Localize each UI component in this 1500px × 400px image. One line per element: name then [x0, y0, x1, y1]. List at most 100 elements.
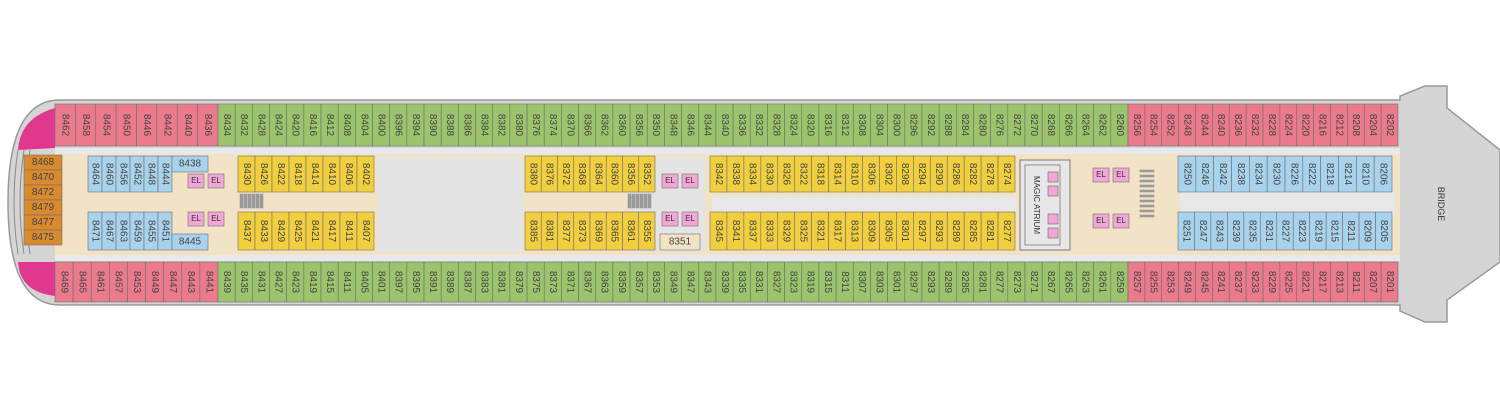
- elevator-3[interactable]: [187, 211, 205, 227]
- cabin-8444[interactable]: [157, 155, 173, 193]
- stair-b-4[interactable]: [643, 193, 648, 209]
- cabin-label-8285: 8285: [959, 271, 970, 294]
- magic-atrium[interactable]: MAGIC ATRIUM: [1019, 159, 1071, 251]
- elevator-label-7: EL: [665, 214, 675, 223]
- cabin-8352[interactable]: [638, 155, 656, 193]
- cabin-label-8461: 8461: [95, 271, 106, 294]
- stair-a-0[interactable]: [239, 193, 244, 209]
- stair-a-4[interactable]: [255, 193, 260, 209]
- cabin-label-8447: 8447: [167, 271, 178, 294]
- cabin-label-8349: 8349: [667, 271, 678, 294]
- elevator-6[interactable]: [681, 173, 699, 189]
- stair-b-5[interactable]: [647, 193, 652, 209]
- stair-c-9[interactable]: [1139, 214, 1155, 218]
- cabin-8351[interactable]: [659, 233, 701, 251]
- cabin-label-8306: 8306: [865, 163, 876, 186]
- cabin-label-8252: 8252: [1165, 114, 1176, 137]
- cabin-label-8435: 8435: [238, 271, 249, 294]
- cabin-8475[interactable]: [23, 229, 63, 246]
- stair-c-8[interactable]: [1139, 209, 1155, 213]
- stair-c-1[interactable]: [1139, 174, 1155, 178]
- cabin-label-8344: 8344: [702, 114, 713, 137]
- cabin-label-8380: 8380: [527, 163, 538, 186]
- cabin-label-8351: 8351: [669, 237, 692, 248]
- cabin-label-8359: 8359: [616, 271, 627, 294]
- cabin-label-8404: 8404: [358, 114, 369, 137]
- cabin-8206[interactable]: [1373, 155, 1393, 193]
- cabin-8201[interactable]: [1380, 261, 1399, 303]
- bridge-label: BRIDGE: [1436, 187, 1446, 222]
- cabin-label-8253: 8253: [1165, 271, 1176, 294]
- cabin-label-8259: 8259: [1114, 271, 1125, 294]
- cabin-8274[interactable]: [997, 155, 1016, 193]
- cabin-label-8417: 8417: [326, 220, 337, 243]
- stair-c-2[interactable]: [1139, 179, 1155, 183]
- cabin-label-8244: 8244: [1198, 114, 1209, 137]
- cabin-label-8249: 8249: [1181, 271, 1192, 294]
- elevator-9[interactable]: [1092, 167, 1110, 183]
- stair-b-2[interactable]: [635, 193, 640, 209]
- cabin-label-8219: 8219: [1312, 220, 1323, 243]
- cabin-8445[interactable]: [171, 233, 209, 251]
- cabin-8438[interactable]: [171, 155, 209, 173]
- cabin-label-8304: 8304: [873, 114, 884, 137]
- stair-c-0[interactable]: [1139, 169, 1155, 173]
- stair-a-2[interactable]: [247, 193, 252, 209]
- cabin-8355[interactable]: [638, 211, 656, 251]
- stair-c-5[interactable]: [1139, 194, 1155, 198]
- cabin-label-8458: 8458: [80, 114, 91, 137]
- stair-b-0[interactable]: [627, 193, 632, 209]
- cabin-8407[interactable]: [356, 211, 375, 251]
- cabin-8277[interactable]: [997, 211, 1016, 251]
- stair-c-4[interactable]: [1139, 189, 1155, 193]
- cabin-label-8366: 8366: [582, 114, 593, 137]
- elevator-4[interactable]: [207, 211, 225, 227]
- stair-c-6[interactable]: [1139, 199, 1155, 203]
- cabin-label-8400: 8400: [375, 114, 386, 137]
- elevator-1[interactable]: [187, 173, 205, 189]
- cabin-label-8325: 8325: [798, 220, 809, 243]
- elevator-11[interactable]: [1092, 213, 1110, 229]
- elevator-12[interactable]: [1112, 213, 1130, 229]
- stair-c-7[interactable]: [1139, 204, 1155, 208]
- elevator-10[interactable]: [1112, 167, 1130, 183]
- elevator-5[interactable]: [661, 173, 679, 189]
- stair-a-3[interactable]: [251, 193, 256, 209]
- stair-b-1[interactable]: [631, 193, 636, 209]
- cabin-8205[interactable]: [1375, 211, 1393, 251]
- cabin-label-8324: 8324: [788, 114, 799, 137]
- cabin-label-8312: 8312: [839, 114, 850, 137]
- cabin-label-8271: 8271: [1028, 271, 1039, 294]
- corridor-bottom: [55, 255, 1400, 261]
- elevator-7[interactable]: [661, 211, 679, 227]
- cabin-8402[interactable]: [356, 155, 375, 193]
- cabin-label-8356: 8356: [625, 163, 636, 186]
- elevator-label-9: EL: [1096, 170, 1106, 179]
- cabin-8451[interactable]: [157, 211, 173, 251]
- cabin-label-8313: 8313: [848, 220, 859, 243]
- cabin-label-8242: 8242: [1217, 163, 1228, 186]
- cabin-label-8421: 8421: [309, 220, 320, 243]
- stair-c-3[interactable]: [1139, 184, 1155, 188]
- cabin-label-8459: 8459: [131, 220, 142, 243]
- stair-b-3[interactable]: [639, 193, 644, 209]
- cabin-label-8211: 8211: [1345, 220, 1356, 242]
- elevator-8[interactable]: [681, 211, 699, 227]
- cabin-label-8215: 8215: [1329, 220, 1340, 243]
- cabin-label-8405: 8405: [358, 271, 369, 294]
- cabin-label-8408: 8408: [341, 114, 352, 137]
- cabin-label-8462: 8462: [60, 114, 71, 137]
- elevator-2[interactable]: [207, 173, 225, 189]
- cabin-label-8355: 8355: [641, 220, 652, 243]
- cabin-label-8333: 8333: [764, 220, 775, 243]
- cabin-label-8277: 8277: [1001, 220, 1012, 243]
- cabin-8202[interactable]: [1380, 103, 1399, 147]
- cabin-label-8223: 8223: [1296, 220, 1307, 243]
- cabin-label-8296: 8296: [908, 114, 919, 137]
- cabin-label-8207: 8207: [1367, 271, 1378, 294]
- stair-a-1[interactable]: [243, 193, 248, 209]
- cabin-label-8263: 8263: [1079, 271, 1090, 294]
- cabin-label-8411: 8411: [343, 220, 354, 242]
- stair-a-5[interactable]: [259, 193, 264, 209]
- cabin-label-8216: 8216: [1316, 114, 1327, 137]
